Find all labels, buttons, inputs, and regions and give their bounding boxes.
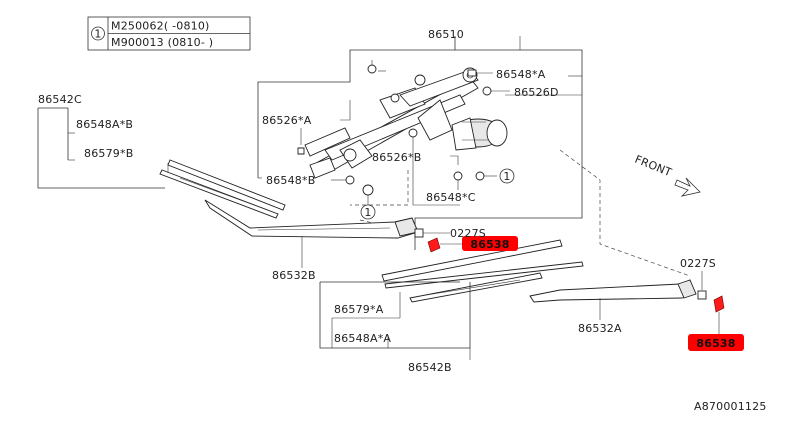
label-86526-d: 86526D — [514, 86, 559, 99]
legend-row-1: M250062( -0810) — [111, 20, 210, 33]
label-86532a: 86532A — [578, 322, 622, 335]
label-86538-right[interactable]: 86538 — [696, 337, 735, 350]
label-86532b: 86532B — [272, 269, 316, 282]
dashed-connections — [350, 149, 691, 277]
clip-86538-left[interactable]: 86538 — [427, 236, 518, 253]
front-indicator: FRONT — [633, 153, 701, 197]
bolt-86526-b — [408, 128, 418, 152]
label-86579-b: 86579*B — [84, 147, 133, 160]
wiper-arm-86532a — [529, 271, 707, 320]
label-86548-a-top: 86548*A — [496, 68, 546, 81]
front-label: FRONT — [633, 153, 674, 180]
label-86542b: 86542B — [408, 361, 452, 374]
label-86510: 86510 — [428, 28, 464, 41]
highlight-86538-right[interactable] — [688, 334, 744, 351]
wiper-arm-86532b — [204, 199, 450, 268]
callout-circle-1b: 1 — [360, 204, 376, 220]
bolt-86548-a-top — [467, 69, 493, 77]
callout-label-1a: 1 — [503, 170, 510, 183]
nut-86548-c — [453, 171, 463, 190]
wiper-motor — [451, 117, 508, 151]
part-labels: 86510 86548*A 86526D 86542C 86548A*B 865… — [38, 28, 767, 413]
wiper-blade-86542b — [319, 239, 584, 360]
drawing-id: A870001125 — [694, 400, 767, 413]
front-arrow-icon — [674, 177, 701, 197]
linkage-frame — [257, 36, 583, 250]
nut-86548-b — [331, 175, 355, 185]
label-86548-b: 86548*B — [266, 174, 315, 187]
label-86548-c: 86548*C — [426, 191, 476, 204]
label-86526-b: 86526*B — [372, 151, 421, 164]
pivot-cap-left — [362, 184, 374, 205]
callout-circle-1a: 1 — [499, 168, 515, 184]
bolt-top-left — [367, 60, 386, 74]
label-86526-a: 86526*A — [262, 114, 312, 127]
legend-row-2: M900013 (0810- ) — [111, 36, 213, 49]
clip-86538-right[interactable]: 86538 — [688, 295, 744, 351]
wiper-blade-86542c — [37, 107, 286, 219]
leader-lines — [258, 100, 460, 206]
label-0227s-left: 0227S — [450, 227, 486, 240]
label-86538-left[interactable]: 86538 — [470, 238, 509, 251]
bolt-86526-d — [482, 86, 510, 96]
legend-box: 1 M250062( -0810) M900013 (0810- ) — [87, 16, 251, 51]
callout-label-1b: 1 — [364, 206, 371, 219]
label-86542c: 86542C — [38, 93, 82, 106]
legend-circle-icon — [91, 26, 105, 41]
label-86548a-a: 86548A*A — [334, 332, 391, 345]
cap-near-callout — [475, 171, 497, 181]
wiper-linkage-drawing — [297, 60, 510, 205]
label-86548a-b: 86548A*B — [76, 118, 133, 131]
label-0227s-right: 0227S — [680, 257, 716, 270]
highlight-86538-left[interactable] — [462, 236, 518, 251]
bolt-86526-a — [297, 128, 305, 155]
legend-key: 1 — [94, 28, 101, 41]
label-86579-a: 86579*A — [334, 303, 384, 316]
